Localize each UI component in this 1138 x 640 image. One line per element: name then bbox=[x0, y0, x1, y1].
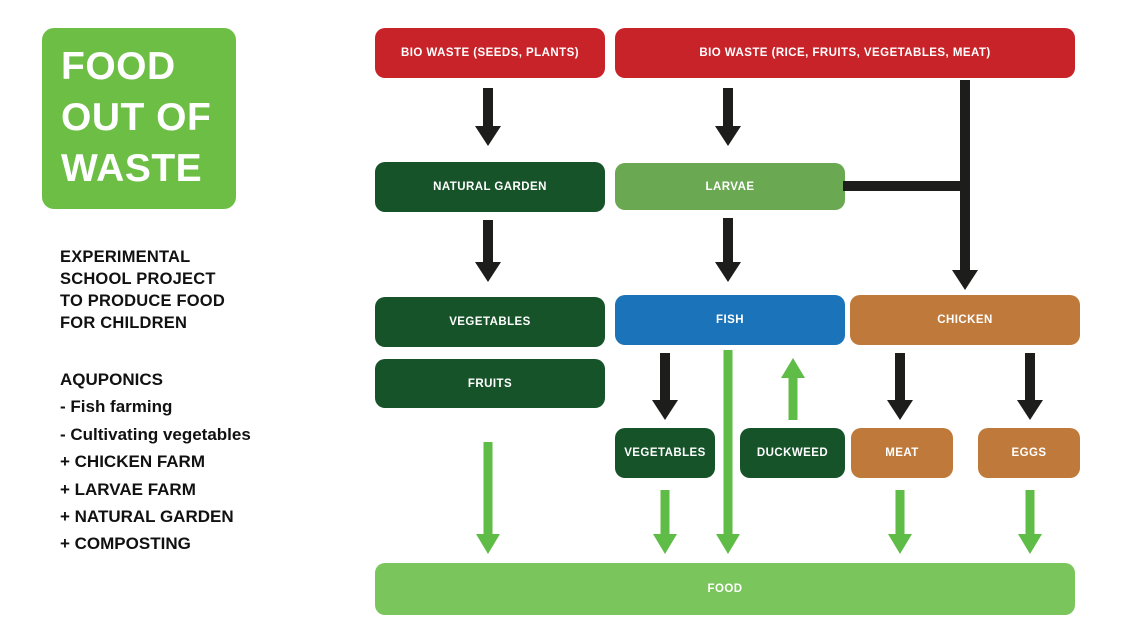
node-chicken: CHICKEN bbox=[850, 295, 1080, 345]
project-description: EXPERIMENTAL SCHOOL PROJECT TO PRODUCE F… bbox=[60, 246, 225, 334]
list-item: - Fish farming bbox=[60, 397, 173, 417]
description-line: FOR CHILDREN bbox=[60, 314, 188, 332]
node-food: FOOD bbox=[375, 563, 1075, 615]
node-fish: FISH bbox=[615, 295, 845, 345]
arrow-bio-rice-to-chicken-icon bbox=[843, 80, 978, 290]
node-eggs: EGGS bbox=[978, 428, 1080, 478]
arrow-duckweed-to-fish-icon bbox=[781, 358, 805, 420]
arrow-chicken-to-eggs-icon bbox=[1017, 353, 1043, 420]
node-meat: MEAT bbox=[851, 428, 953, 478]
arrow-vegetables-small-to-food-icon bbox=[653, 490, 677, 554]
logo-line: FOOD bbox=[61, 45, 176, 88]
list-item: + CHICKEN FARM bbox=[60, 452, 205, 472]
node-bio-waste-rice: BIO WASTE (RICE, FRUITS, VEGETABLES, MEA… bbox=[615, 28, 1075, 78]
node-larvae: LARVAE bbox=[615, 163, 845, 210]
description-line: EXPERIMENTAL bbox=[60, 248, 191, 266]
node-bio-waste-seeds: BIO WASTE (SEEDS, PLANTS) bbox=[375, 28, 605, 78]
list-item: + COMPOSTING bbox=[60, 534, 191, 554]
description-line: TO PRODUCE FOOD bbox=[60, 292, 225, 310]
node-duckweed: DUCKWEED bbox=[740, 428, 845, 478]
list-item: - Cultivating vegetables bbox=[60, 424, 251, 444]
logo: FOOD OUT OF WASTE bbox=[42, 28, 236, 209]
logo-line: OUT OF bbox=[61, 96, 212, 139]
arrow-meat-to-food-icon bbox=[888, 490, 912, 554]
node-vegetables: VEGETABLES bbox=[375, 297, 605, 347]
node-natural-garden: NATURAL GARDEN bbox=[375, 162, 605, 212]
list-item: + LARVAE FARM bbox=[60, 479, 196, 499]
arrow-chicken-to-meat-icon bbox=[887, 353, 913, 420]
node-fruits: FRUITS bbox=[375, 359, 605, 408]
list-item: + NATURAL GARDEN bbox=[60, 507, 234, 527]
arrow-bio-seeds-to-natural-garden-icon bbox=[475, 88, 501, 146]
logo-line: WASTE bbox=[61, 147, 203, 190]
arrow-eggs-to-food-icon bbox=[1018, 490, 1042, 554]
arrow-fruits-to-food-icon bbox=[476, 442, 500, 554]
aquaponics-heading: AQUPONICS bbox=[60, 370, 163, 389]
node-vegetables-small: VEGETABLES bbox=[615, 428, 715, 478]
arrow-fish-to-vegetables-small-icon bbox=[652, 353, 678, 420]
aquaponics-list: AQUPONICS - Fish farming - Cultivating v… bbox=[60, 366, 251, 558]
arrow-bio-rice-to-larvae-icon bbox=[715, 88, 741, 146]
description-line: SCHOOL PROJECT bbox=[60, 270, 216, 288]
arrow-garden-to-vegetables-icon bbox=[475, 220, 501, 282]
arrow-fish-to-food-icon bbox=[716, 350, 740, 554]
arrow-larvae-to-fish-icon bbox=[715, 218, 741, 282]
